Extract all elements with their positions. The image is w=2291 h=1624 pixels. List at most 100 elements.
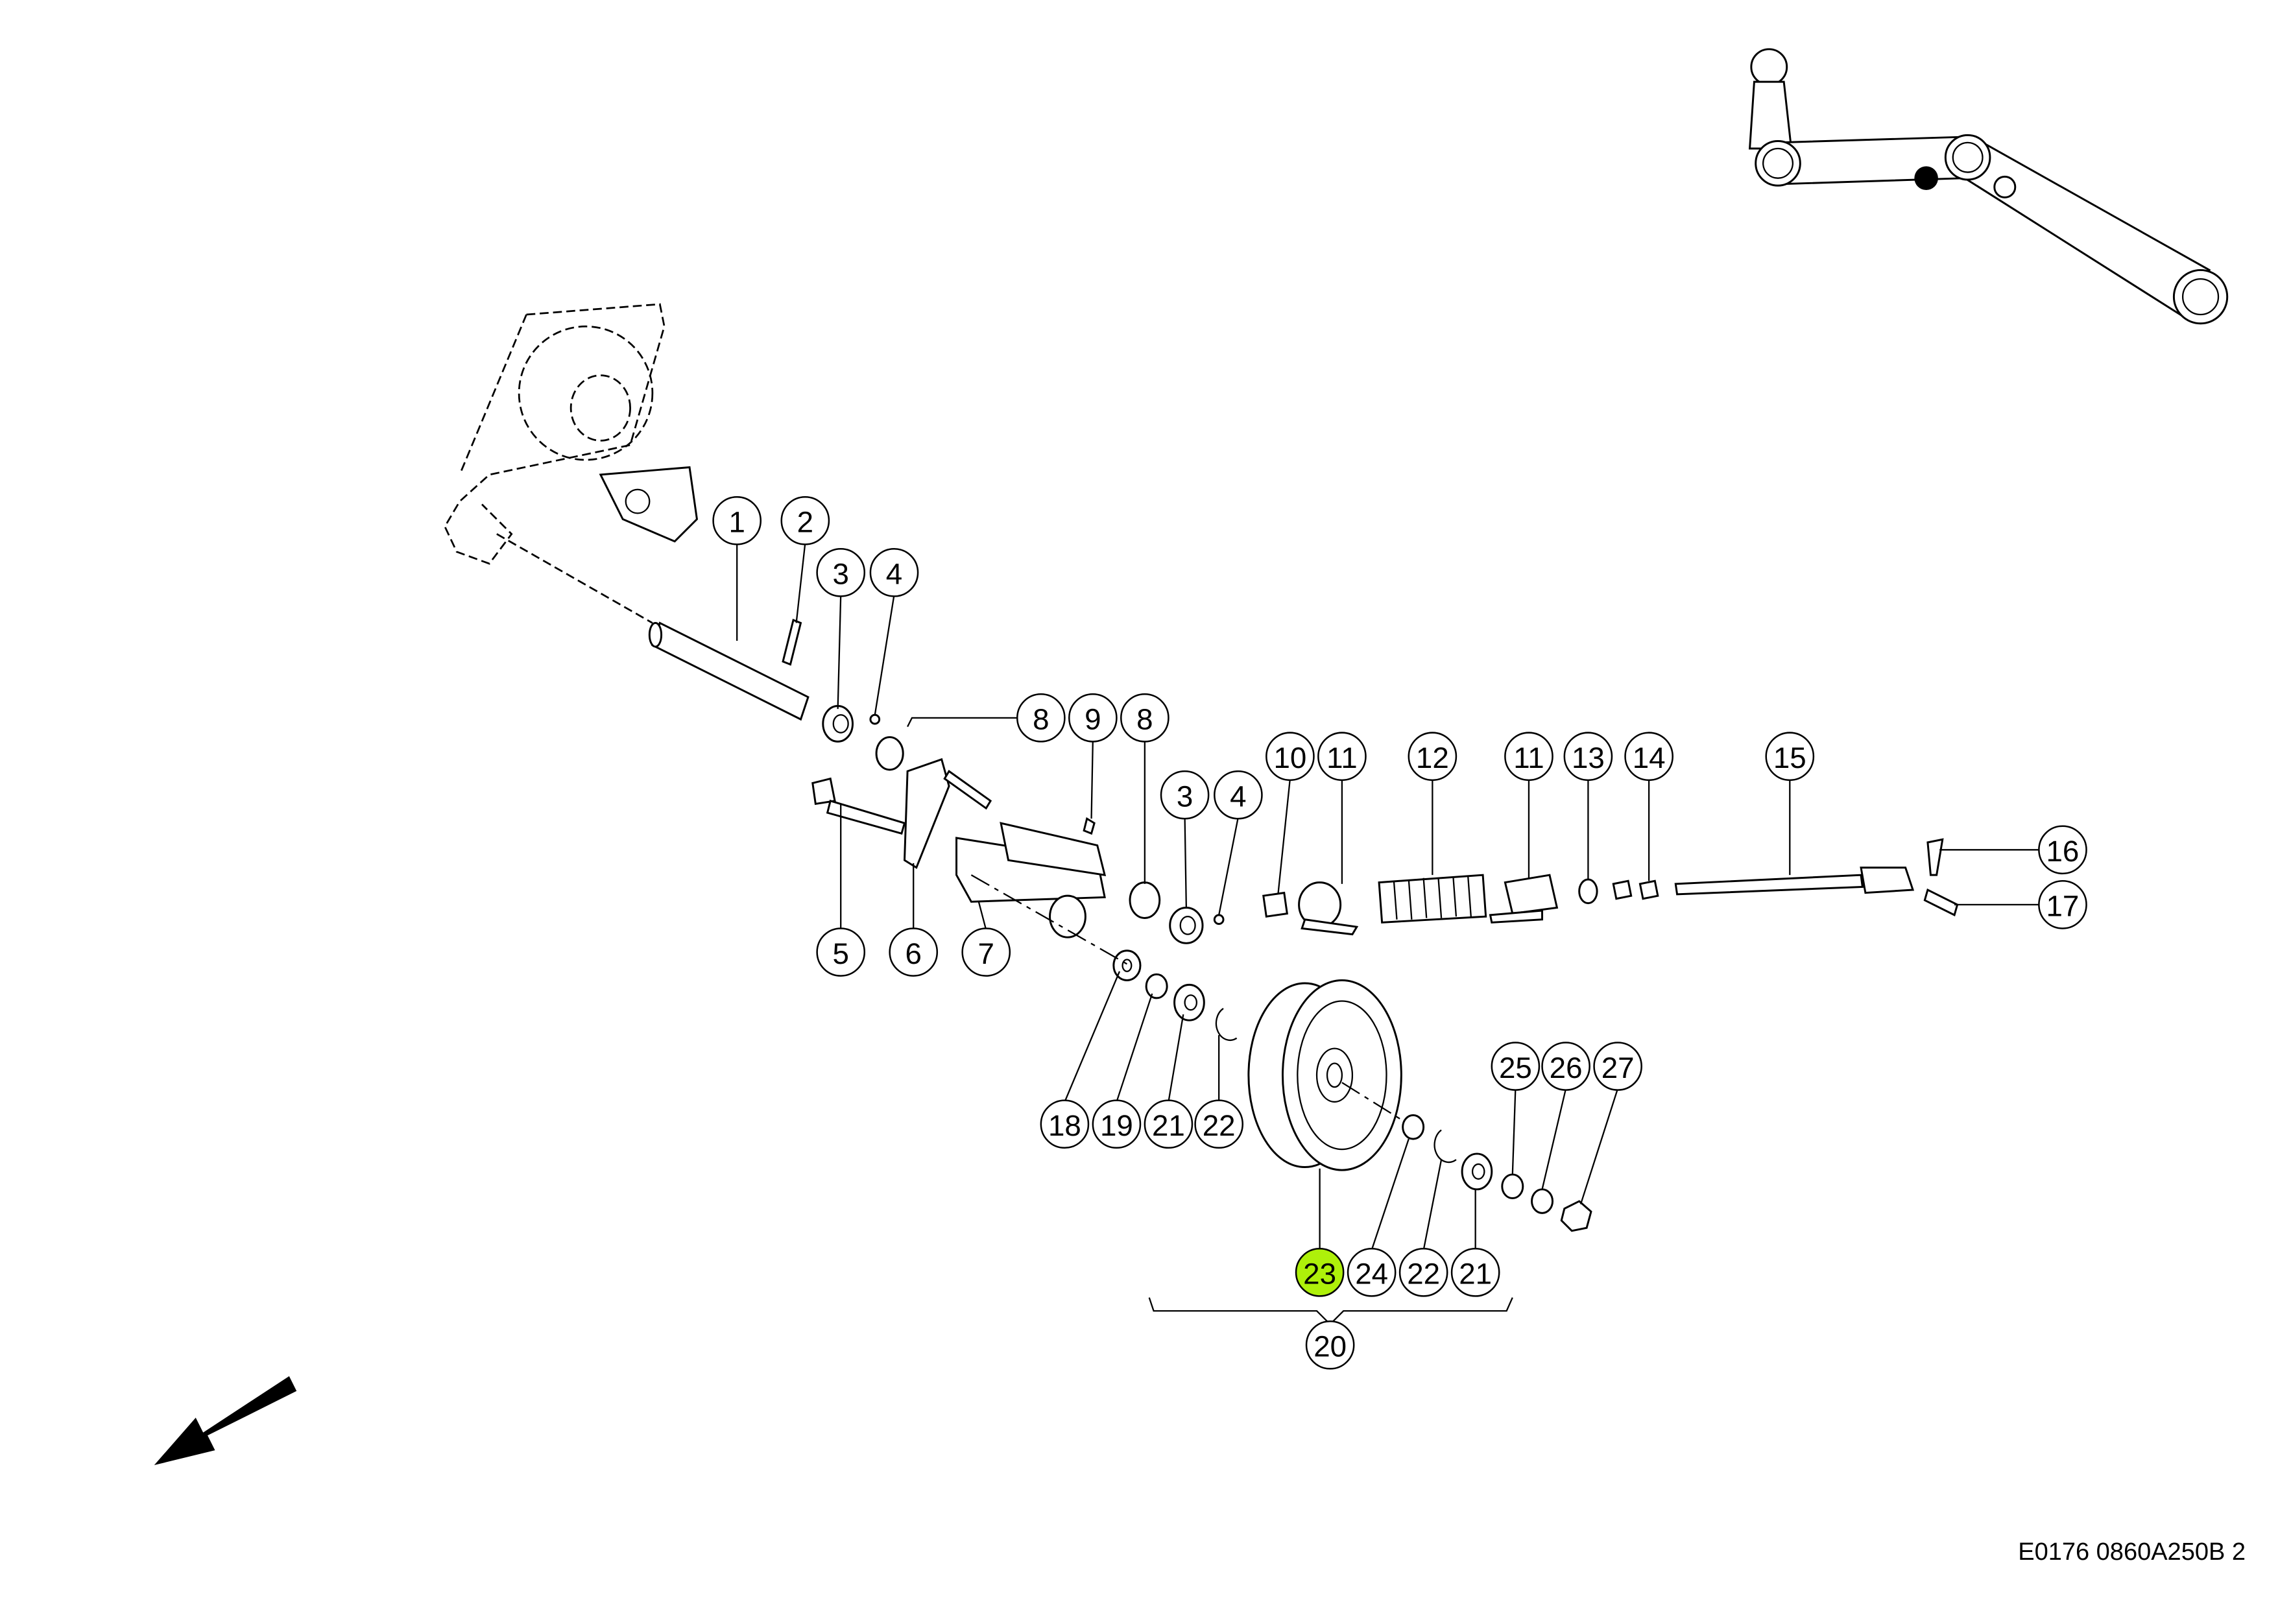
callout-8[interactable]: 8 — [1120, 693, 1169, 743]
callout-19[interactable]: 19 — [1092, 1099, 1142, 1149]
callout-circle — [1624, 732, 1673, 782]
callout-4[interactable]: 4 — [869, 547, 919, 597]
callout-label: 19 — [1100, 1109, 1133, 1142]
leader-line — [1168, 1014, 1184, 1103]
leader-line — [907, 717, 1019, 728]
callout-label: 8 — [1136, 703, 1153, 736]
callout-24[interactable]: 24 — [1347, 1247, 1397, 1297]
callout-circle — [1347, 1247, 1397, 1297]
callout-18[interactable]: 18 — [1040, 1099, 1090, 1149]
callout-circle — [1295, 1247, 1345, 1297]
callout-11[interactable]: 11 — [1317, 732, 1367, 782]
callout-14[interactable]: 14 — [1624, 732, 1673, 782]
callout-label: 6 — [906, 937, 922, 970]
callout-15[interactable]: 15 — [1765, 732, 1815, 782]
callout-circle — [1214, 770, 1263, 820]
callout-5[interactable]: 5 — [816, 927, 866, 977]
callout-label: 26 — [1550, 1051, 1583, 1084]
leader-line — [1064, 971, 1121, 1103]
callout-21[interactable]: 21 — [1144, 1099, 1193, 1149]
callout-21[interactable]: 21 — [1450, 1247, 1500, 1297]
callout-3[interactable]: 3 — [1160, 770, 1210, 820]
callout-circle — [1765, 732, 1815, 782]
leader-line — [1218, 817, 1240, 916]
leader-line — [1371, 1138, 1409, 1250]
callout-11[interactable]: 11 — [1504, 732, 1553, 782]
callout-label: 3 — [832, 558, 848, 591]
callout-label: 4 — [886, 558, 902, 591]
callout-3[interactable]: 3 — [816, 547, 866, 597]
callout-10[interactable]: 10 — [1265, 732, 1315, 782]
callout-circle — [869, 547, 919, 597]
callout-23[interactable]: 23 — [1295, 1247, 1345, 1297]
callout-circle — [1504, 732, 1553, 782]
callout-4[interactable]: 4 — [1214, 770, 1263, 820]
callout-22[interactable]: 22 — [1194, 1099, 1243, 1149]
drawing-code: E0176 0860A250B 2 — [2018, 1538, 2246, 1566]
callout-label: 20 — [1313, 1330, 1347, 1363]
callout-circle — [1040, 1099, 1090, 1149]
callout-17[interactable]: 17 — [2038, 880, 2087, 929]
callout-27[interactable]: 27 — [1593, 1042, 1642, 1091]
callout-label: 7 — [978, 937, 994, 970]
callout-16[interactable]: 16 — [2038, 825, 2087, 875]
callout-label: 22 — [1203, 1109, 1236, 1142]
callout-8[interactable]: 8 — [1016, 693, 1066, 743]
leader-line — [1422, 1159, 1443, 1250]
callout-13[interactable]: 13 — [1563, 732, 1613, 782]
callout-26[interactable]: 26 — [1541, 1042, 1590, 1091]
callout-circle — [1317, 732, 1367, 782]
callout-label: 14 — [1633, 741, 1666, 774]
callout-22[interactable]: 22 — [1398, 1247, 1448, 1297]
leader-line — [874, 594, 895, 715]
callout-6[interactable]: 6 — [889, 927, 939, 977]
callout-circle — [1408, 732, 1457, 782]
callout-2[interactable]: 2 — [780, 496, 830, 545]
callout-circle — [712, 496, 762, 545]
callout-label: 3 — [1177, 780, 1193, 813]
callout-label: 25 — [1499, 1051, 1532, 1084]
callout-25[interactable]: 25 — [1491, 1042, 1541, 1091]
callout-1[interactable]: 1 — [712, 496, 762, 545]
callout-label: 9 — [1085, 703, 1101, 736]
callout-circle — [1194, 1099, 1243, 1149]
callout-label: 15 — [1773, 741, 1806, 774]
callout-circle — [1092, 1099, 1142, 1149]
callout-circle — [1491, 1042, 1541, 1091]
parts — [648, 618, 1959, 1232]
leader-lines — [736, 542, 2041, 1250]
callout-circle — [1563, 732, 1613, 782]
callout-circle — [2038, 825, 2087, 875]
callout-9[interactable]: 9 — [1068, 693, 1118, 743]
spring — [1378, 874, 1487, 924]
callout-label: 22 — [1407, 1258, 1440, 1291]
leader-line — [837, 595, 842, 710]
callout-label: 18 — [1048, 1109, 1081, 1142]
callout-label: 13 — [1572, 741, 1605, 774]
pedal-bracket-reference — [444, 303, 699, 624]
callout-label: 1 — [728, 506, 745, 539]
callout-circle — [1160, 770, 1210, 820]
callout-circle — [2038, 880, 2087, 929]
callout-label: 4 — [1230, 780, 1246, 813]
callout-label: 2 — [797, 506, 813, 539]
callout-12[interactable]: 12 — [1408, 732, 1457, 782]
callout-circle — [1541, 1042, 1590, 1091]
leader-line — [1277, 778, 1291, 893]
callout-circle — [961, 927, 1011, 977]
leader-line — [978, 902, 987, 931]
callout-20[interactable]: 20 — [1305, 1320, 1355, 1370]
callout-label: 5 — [832, 937, 848, 970]
callout-label: 10 — [1273, 741, 1306, 774]
leader-line — [1116, 993, 1153, 1103]
callout-circle — [1265, 732, 1315, 782]
callout-label: 21 — [1152, 1109, 1185, 1142]
callout-label: 12 — [1416, 741, 1449, 774]
callout-circle — [1450, 1247, 1500, 1297]
callout-circle — [816, 547, 866, 597]
leader-line — [1541, 1088, 1567, 1190]
callout-7[interactable]: 7 — [961, 927, 1011, 977]
lever-linkage-schematic — [1748, 48, 2229, 325]
